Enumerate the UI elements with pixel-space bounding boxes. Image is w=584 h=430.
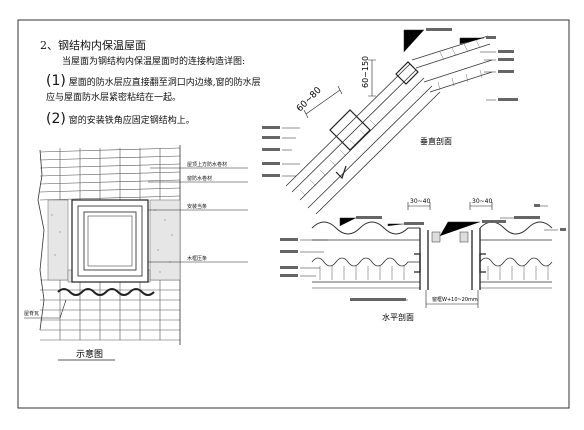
schematic-caption: 示意图	[76, 348, 103, 360]
horizontal-dim-right: 30~40	[472, 198, 492, 205]
horizontal-section-view	[280, 202, 566, 308]
window-outer-frame	[71, 199, 149, 283]
vertical-dim-top: 60~150	[361, 56, 370, 88]
note-2-text: 窗的安装铁角应固定钢结构上。	[68, 116, 195, 126]
schematic-view	[24, 145, 248, 361]
note-2-number: (2)	[46, 111, 66, 127]
sheet-frame	[17, 19, 570, 409]
note-1-text: 屋面的防水层应直接翻至洞口内边缘,窗的防水层	[68, 78, 261, 88]
horizontal-dim-left: 30~40	[410, 198, 430, 205]
note-1-number: (1)	[46, 73, 66, 89]
schematic-callout-2: 窗防水卷材	[187, 175, 212, 182]
schematic-callout-3: 安装当条	[187, 203, 207, 210]
schematic-callout-1: 屋顶上方防水卷材	[187, 161, 227, 168]
vertical-section-view	[262, 28, 518, 215]
schematic-left-callout: 屋脊瓦	[24, 310, 39, 317]
note-2: (2) 窗的安装铁角应固定钢结构上。	[46, 112, 195, 126]
horizontal-dim-bottom: 窗框W+10~20mm	[432, 296, 478, 303]
schematic-callout-4: 木框压条	[187, 255, 207, 262]
notes-heading: 2、钢结构内保温屋面	[40, 39, 146, 52]
notes-intro: 当屋面为钢结构内保温屋面时的连接构造详图:	[62, 57, 246, 67]
note-1-line-1: (1) 屋面的防水层应直接翻至洞口内边缘,窗的防水层	[46, 74, 261, 88]
vertical-section-caption: 垂直剖面	[420, 136, 452, 146]
vertical-dim-slope: 60~80	[295, 85, 324, 114]
horizontal-section-caption: 水平剖面	[382, 312, 414, 322]
note-1-line-2: 应与屋面防水层紧密粘结在一起。	[46, 93, 182, 103]
